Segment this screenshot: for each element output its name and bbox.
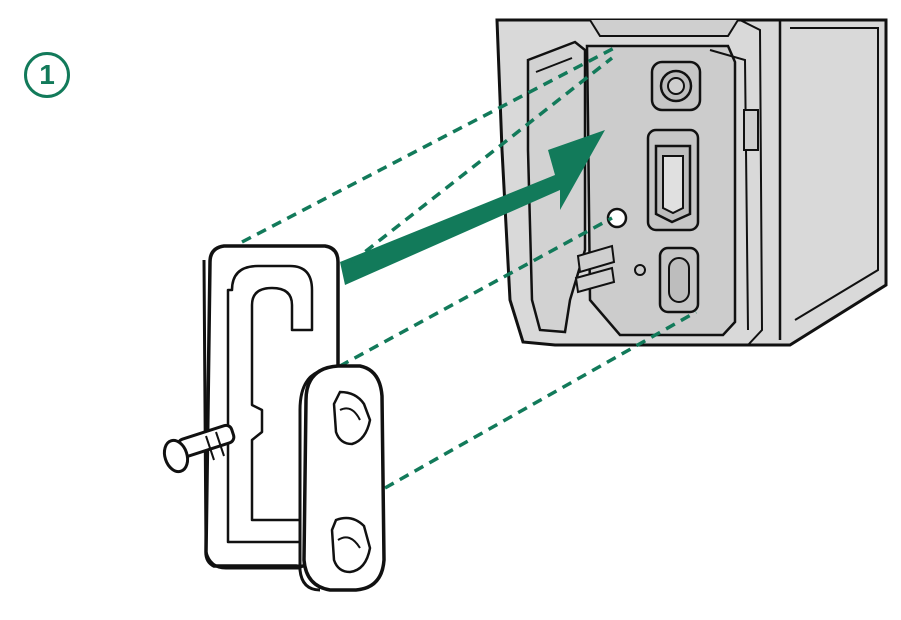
step-number-badge: 1 [24,52,70,98]
latch-lower [574,266,616,294]
thumb-screw [162,423,236,474]
round-port [650,60,702,112]
hdmi-port [646,128,700,232]
insert-arrow [340,130,605,285]
usb-c-port [658,246,700,314]
screw-hole [606,207,628,229]
latch-upper [576,244,616,274]
step-number: 1 [39,59,55,90]
cable-clamp [298,364,386,592]
